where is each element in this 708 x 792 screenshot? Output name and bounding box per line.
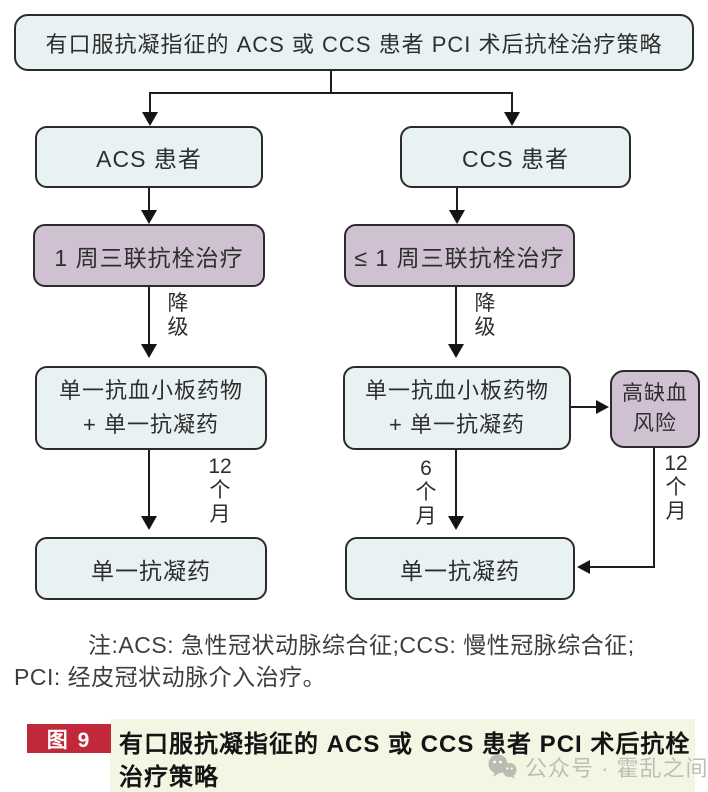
- connector-acs-to-triple: [148, 188, 150, 211]
- label-acs-months-unit1: 个: [209, 479, 231, 502]
- connector-acs-months: [148, 450, 150, 518]
- label-ccs-months: 6 个 月: [408, 457, 444, 529]
- connector-risk-horizontal: [590, 566, 655, 568]
- node-acs-dual-therapy: 单一抗血小板药物 + 单一抗凝药: [35, 366, 267, 450]
- footnote-line2: PCI: 经皮冠状动脉介入治疗。: [14, 664, 327, 690]
- label-acs-months-unit2: 月: [209, 503, 231, 526]
- caption-line2: 治疗策略: [119, 764, 219, 791]
- node-risk-line2: 风险: [633, 412, 677, 435]
- label-acs-downgrade-char1: 降: [167, 292, 189, 315]
- label-risk-months-value: 12: [664, 452, 688, 475]
- node-acs-oac-label: 单一抗凝药: [91, 557, 211, 584]
- node-ccs-oac-label: 单一抗凝药: [400, 557, 520, 584]
- connector-branch-right: [511, 92, 513, 114]
- connector-root-stem: [330, 71, 332, 93]
- arrow-ccs-months-icon: [448, 516, 464, 530]
- arrow-to-risk-icon: [596, 400, 609, 414]
- connector-ccs-to-triple: [456, 188, 458, 211]
- arrow-ccs-downgrade-icon: [448, 344, 464, 358]
- connector-ccs-downgrade: [455, 287, 457, 345]
- watermark-text: 公众号 · 霍乱之间: [525, 756, 708, 781]
- node-ccs-triple-label: ≤ 1 周三联抗栓治疗: [354, 244, 565, 271]
- node-high-ischemic-risk: 高缺血 风险: [610, 370, 700, 448]
- label-ccs-months-unit1: 个: [415, 481, 437, 504]
- node-ccs-triple-therapy: ≤ 1 周三联抗栓治疗: [344, 224, 575, 287]
- figure-number-label: 图 9: [46, 728, 92, 752]
- label-ccs-months-value: 6: [420, 457, 432, 480]
- node-acs-dual-line1: 单一抗血小板药物: [58, 378, 243, 403]
- arrow-acs-to-triple-icon: [141, 210, 157, 224]
- connector-acs-downgrade: [148, 287, 150, 345]
- node-root: 有口服抗凝指征的 ACS 或 CCS 患者 PCI 术后抗栓治疗策略: [14, 14, 694, 71]
- watermark: 公众号 · 霍乱之间: [487, 751, 708, 783]
- arrow-down-to-ccs-icon: [504, 112, 520, 126]
- label-ccs-months-unit2: 月: [415, 505, 437, 528]
- node-ccs-dual-line1: 单一抗血小板药物: [364, 378, 549, 403]
- label-acs-downgrade: 降 级: [163, 292, 193, 340]
- connector-branch-horizontal: [149, 92, 513, 94]
- figure-number-chip: 图 9: [27, 724, 111, 753]
- node-ccs-dual-therapy: 单一抗血小板药物 + 单一抗凝药: [343, 366, 571, 450]
- node-ccs-dual-line2: + 单一抗凝药: [389, 412, 525, 437]
- arrow-risk-to-oac-icon: [577, 560, 590, 574]
- label-risk-months-unit2: 月: [665, 500, 687, 523]
- node-root-label: 有口服抗凝指征的 ACS 或 CCS 患者 PCI 术后抗栓治疗策略: [45, 31, 663, 57]
- connector-risk-vertical: [653, 448, 655, 568]
- caption-line1: 有口服抗凝指征的 ACS 或 CCS 患者 PCI 术后抗栓: [119, 731, 691, 758]
- label-ccs-downgrade-char1: 降: [474, 292, 496, 315]
- label-risk-months: 12 个 月: [656, 452, 696, 524]
- node-risk-line1: 高缺血: [622, 382, 688, 405]
- footnote-line1: 注:ACS: 急性冠状动脉综合征;CCS: 慢性冠脉综合征;: [88, 632, 635, 658]
- node-ccs-oac: 单一抗凝药: [345, 537, 575, 600]
- label-ccs-downgrade: 降 级: [470, 292, 500, 340]
- label-risk-months-unit1: 个: [665, 476, 687, 499]
- caption-background: [110, 719, 695, 792]
- label-acs-months-value: 12: [208, 455, 232, 478]
- node-acs-triple-therapy: 1 周三联抗栓治疗: [33, 224, 265, 287]
- wechat-bubbles-icon: [487, 754, 519, 780]
- connector-dual-to-risk: [571, 406, 598, 408]
- arrow-ccs-to-triple-icon: [449, 210, 465, 224]
- node-acs-dual-line2: + 单一抗凝药: [83, 412, 219, 437]
- label-acs-downgrade-char2: 级: [167, 316, 189, 339]
- connector-ccs-months: [455, 450, 457, 518]
- connector-branch-left: [149, 92, 151, 114]
- node-ccs-patient-label: CCS 患者: [462, 146, 569, 172]
- node-acs-oac: 单一抗凝药: [35, 537, 267, 600]
- arrow-acs-months-icon: [141, 516, 157, 530]
- label-acs-months: 12 个 月: [200, 455, 240, 527]
- label-ccs-downgrade-char2: 级: [474, 316, 496, 339]
- node-acs-triple-label: 1 周三联抗栓治疗: [54, 244, 244, 271]
- node-acs-patient: ACS 患者: [35, 126, 263, 188]
- node-ccs-patient: CCS 患者: [400, 126, 631, 188]
- arrow-acs-downgrade-icon: [141, 344, 157, 358]
- node-acs-patient-label: ACS 患者: [96, 146, 202, 172]
- arrow-down-to-acs-icon: [142, 112, 158, 126]
